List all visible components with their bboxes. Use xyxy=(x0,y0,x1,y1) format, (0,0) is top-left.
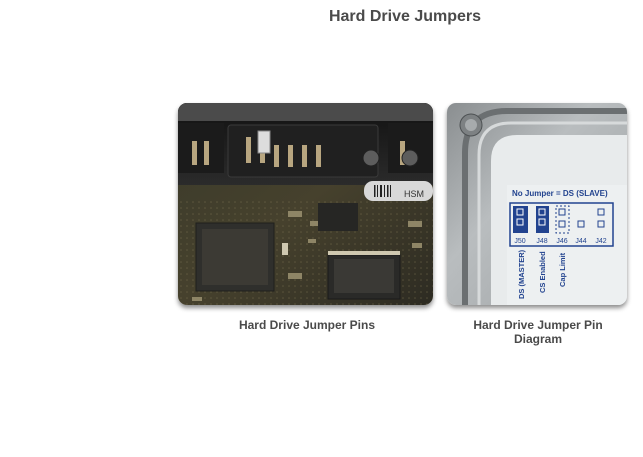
pin-label-j44: J44 xyxy=(575,238,586,245)
jumper-diagram-photo: No Jumper = DS (SLAVE) J50 J48 J46 J44 J… xyxy=(447,103,627,305)
pin-label-j50: J50 xyxy=(514,238,525,245)
jumper-diagram-image[interactable]: No Jumper = DS (SLAVE) J50 J48 J46 J44 J… xyxy=(447,103,627,305)
vertical-label-ds-master: DS (MASTER) xyxy=(517,249,526,299)
board-label-text: HSM xyxy=(404,189,424,199)
pin-label-j46: J46 xyxy=(556,238,567,245)
page-title: Hard Drive Jumpers xyxy=(328,8,482,25)
circuit-board-photo: HSM xyxy=(178,103,433,305)
vertical-label-cap-limit: Cap Limit xyxy=(558,252,567,287)
vertical-label-cs-enabled: CS Enabled xyxy=(538,251,547,293)
pin-label-j48: J48 xyxy=(536,238,547,245)
diagram-header: No Jumper = DS (SLAVE) xyxy=(512,189,608,198)
pin-label-j42: J42 xyxy=(595,238,606,245)
caption-jumper-pins: Hard Drive Jumper Pins xyxy=(238,318,376,332)
jumper-pin-block xyxy=(509,202,614,247)
jumper-pins-image[interactable]: HSM xyxy=(178,103,433,305)
caption-jumper-pin-diagram: Hard Drive Jumper Pin Diagram xyxy=(473,318,603,346)
